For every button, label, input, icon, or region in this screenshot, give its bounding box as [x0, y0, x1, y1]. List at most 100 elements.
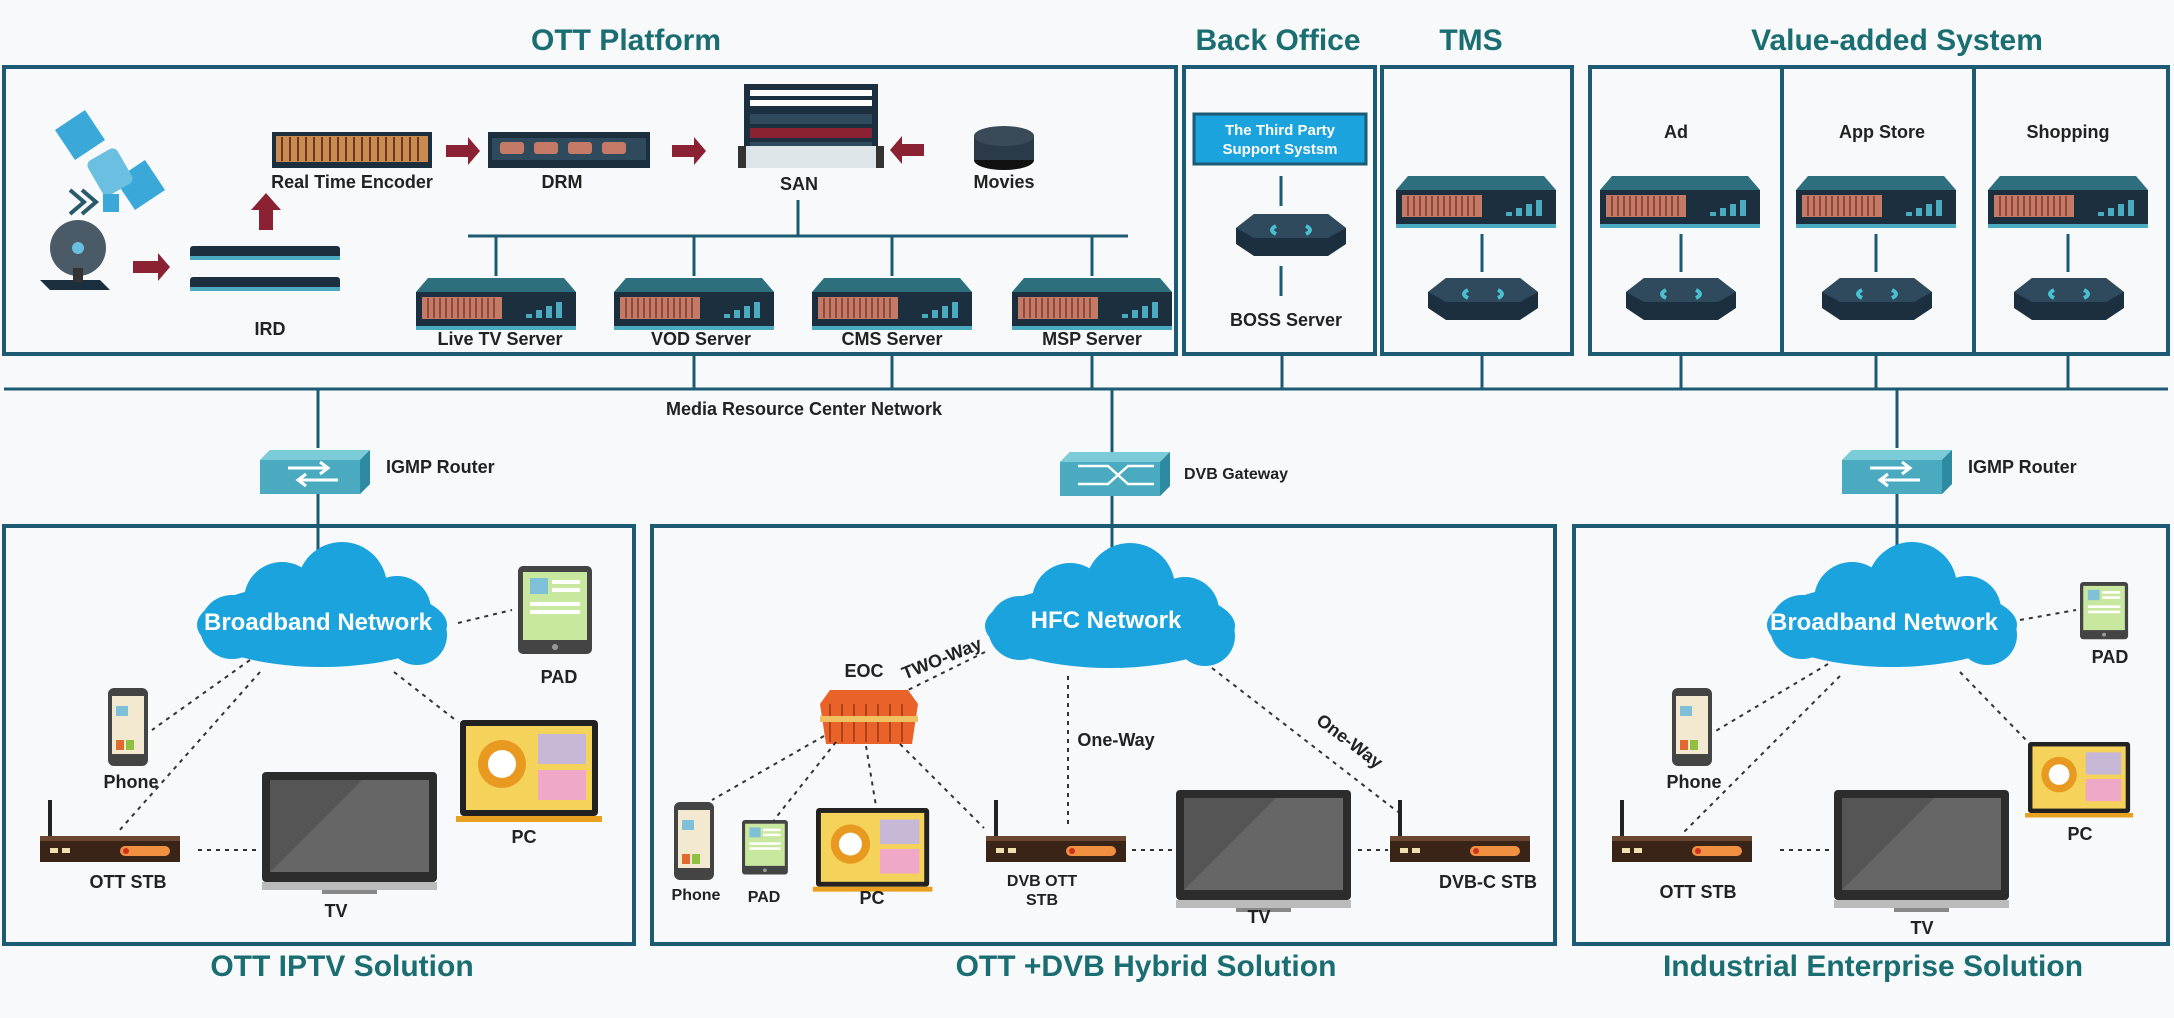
third-party-support-box [1192, 112, 1368, 166]
broadband-cloud-right [1767, 542, 2017, 667]
eoc-to-dvb-ott-stb-link [899, 743, 985, 829]
pc-icon [456, 720, 602, 822]
msp-server-label: MSP Server [1042, 329, 1142, 349]
san-device [738, 84, 884, 168]
eoc-label: EOC [844, 661, 883, 681]
pad-label: PAD [541, 667, 578, 687]
one-way-right-label: One-Way [1313, 710, 1387, 773]
section-title-ott-iptv: OTT IPTV Solution [210, 950, 473, 983]
vod-server-device [613, 277, 775, 331]
pc-label: PC [511, 827, 536, 847]
arrow-encoder-to-drm [446, 137, 480, 165]
ent-pc-label: PC [2067, 824, 2092, 844]
dvb-c-stb-icon [1390, 800, 1530, 862]
dvb-ott-stb-label-line1: DVB OTT [1007, 873, 1077, 890]
hybrid-tv-icon [1176, 790, 1351, 912]
ott-stb-label: OTT STB [90, 872, 167, 892]
hybrid-box [650, 524, 1557, 946]
ent-tv-icon [1834, 790, 2009, 912]
ott-stb-icon [40, 800, 180, 862]
boss-server-hub [1234, 212, 1348, 258]
igmp-router-left-icon [260, 450, 370, 494]
cloud-to-pad-link [457, 609, 513, 624]
phone-label: Phone [103, 772, 158, 792]
boss-server-label: BOSS Server [1230, 310, 1342, 330]
ent-phone-label: Phone [1666, 772, 1721, 792]
media-resource-center-label: Media Resource Center Network [666, 399, 943, 419]
section-title-enterprise: Industrial Enterprise Solution [1663, 950, 2083, 983]
app-store-server-device [1795, 175, 1957, 229]
arrow-drm-to-san [672, 137, 706, 165]
cloud-to-pc-link [393, 671, 459, 723]
ent-pc-icon [2025, 742, 2134, 818]
ent-phone-icon [1672, 688, 1712, 766]
two-way-label: TWO-Way [899, 633, 985, 683]
ent-ott-stb-label: OTT STB [1660, 882, 1737, 902]
signal-icon [68, 188, 100, 216]
ent-cloud-to-phone-link [1713, 663, 1829, 733]
back-office-box [1182, 65, 1377, 356]
tms-server-device [1395, 175, 1557, 229]
movies-label: Movies [973, 172, 1034, 192]
shopping-hub [2012, 276, 2126, 322]
drm-device [488, 132, 650, 168]
shopping-server-device [1987, 175, 2149, 229]
arrow-ird-to-encoder [251, 193, 281, 230]
third-party-label-line1: The Third Party [1225, 122, 1336, 139]
hfc-cloud-label: HFC Network [1031, 607, 1182, 634]
section-title-hybrid: OTT +DVB Hybrid Solution [956, 950, 1337, 983]
ad-server-device [1599, 175, 1761, 229]
ird-device [190, 246, 340, 291]
section-title-ott-platform: OTT Platform [531, 24, 721, 57]
ent-tv-label: TV [1910, 918, 1933, 938]
hybrid-phone-label: Phone [672, 887, 721, 904]
pad-icon [518, 566, 592, 654]
drm-label: DRM [542, 172, 583, 192]
phone-icon [108, 688, 148, 766]
real-time-encoder-label: Real Time Encoder [271, 172, 433, 192]
third-party-label-line2: Support Systsm [1222, 141, 1337, 158]
live-tv-server-device [415, 277, 577, 331]
hybrid-pc-icon [812, 808, 933, 892]
app-store-hub [1820, 276, 1934, 322]
section-title-back-office: Back Office [1195, 24, 1360, 57]
arrow-movies-to-san [890, 136, 924, 164]
ad-label: Ad [1664, 122, 1688, 142]
hfc-cloud [985, 543, 1235, 668]
hybrid-pad-icon [742, 820, 788, 875]
ott-platform-box [2, 65, 1178, 356]
ent-pad-icon [2080, 582, 2129, 640]
ent-ott-stb-icon [1612, 800, 1752, 862]
hybrid-pad-label: PAD [748, 889, 781, 906]
igmp-router-right-icon [1842, 450, 1952, 494]
ott-iptv-box [2, 524, 636, 946]
dvb-gateway-icon [1060, 452, 1170, 496]
cms-server-device [811, 277, 973, 331]
app-store-label: App Store [1839, 122, 1925, 142]
section-title-tms: TMS [1439, 24, 1502, 57]
hybrid-pc-label: PC [859, 888, 884, 908]
tv-label: TV [324, 901, 347, 921]
one-way-center-label: One-Way [1077, 730, 1154, 750]
ird-label: IRD [255, 319, 286, 339]
arrow-dish-to-ird [133, 253, 170, 281]
real-time-encoder-device [272, 132, 432, 168]
section-title-value-added: Value-added System [1751, 24, 2043, 57]
cms-server-label: CMS Server [841, 329, 942, 349]
san-label: SAN [780, 174, 818, 194]
eoc-device-icon [820, 690, 918, 744]
igmp-router-right-label: IGMP Router [1968, 457, 2077, 477]
tv-icon [262, 772, 437, 894]
cloud-to-dvb-c-stb-link [1211, 667, 1399, 813]
ent-cloud-to-pc-link [1959, 671, 2027, 741]
movies-storage-icon [974, 126, 1034, 170]
ad-hub [1624, 276, 1738, 322]
dvb-gateway-label: DVB Gateway [1184, 466, 1288, 483]
broadband-cloud-left-label: Broadband Network [204, 609, 433, 636]
msp-server-device [1011, 277, 1173, 331]
ent-pad-label: PAD [2092, 647, 2129, 667]
tms-hub [1426, 276, 1540, 322]
enterprise-box [1572, 524, 2170, 946]
cloud-to-phone-link [151, 659, 251, 731]
